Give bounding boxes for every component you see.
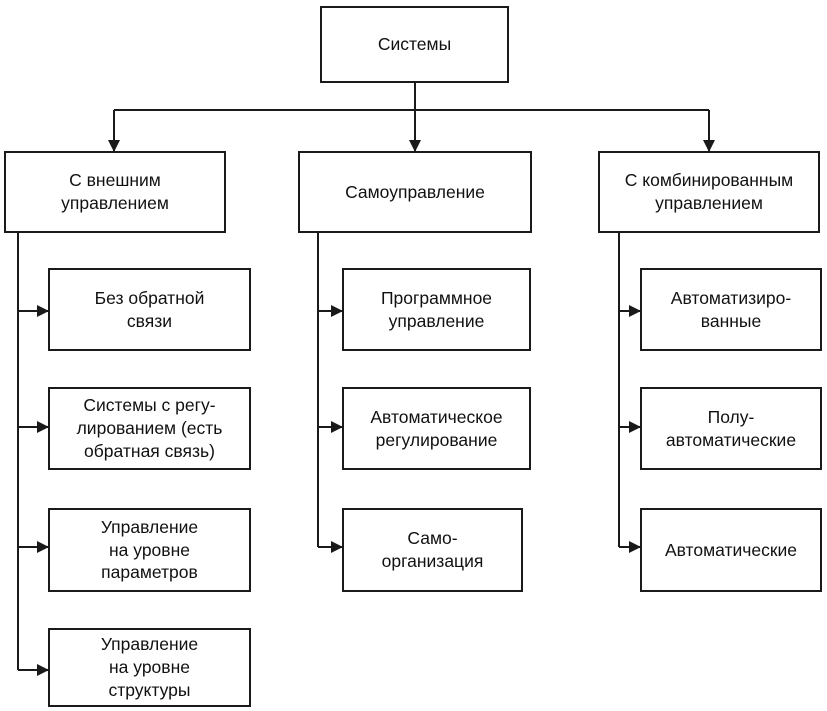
leaf-node-automatic: Автоматические bbox=[640, 508, 822, 592]
branch-node-self-control: Самоуправление bbox=[298, 151, 532, 233]
root-node: Системы bbox=[320, 6, 509, 83]
leaf-node-self-organization: Само- организация bbox=[342, 508, 523, 592]
leaf-node-no-feedback: Без обратной связи bbox=[48, 268, 251, 351]
leaf-node-regulated-feedback: Системы с регу- лированием (есть обратна… bbox=[48, 387, 251, 470]
leaf-node-parameter-level: Управление на уровне параметров bbox=[48, 508, 251, 592]
leaf-node-program-control: Программное управление bbox=[342, 268, 531, 351]
branch-node-combined-control: С комбинированным управлением bbox=[598, 151, 820, 233]
branch-node-external-control: С внешним управлением bbox=[4, 151, 226, 233]
leaf-node-semi-automatic: Полу- автоматические bbox=[640, 387, 822, 470]
leaf-node-automatic-regulation: Автоматическое регулирование bbox=[342, 387, 531, 470]
leaf-node-automated: Автоматизиро- ванные bbox=[640, 268, 822, 351]
leaf-node-structure-level: Управление на уровне структуры bbox=[48, 628, 251, 707]
